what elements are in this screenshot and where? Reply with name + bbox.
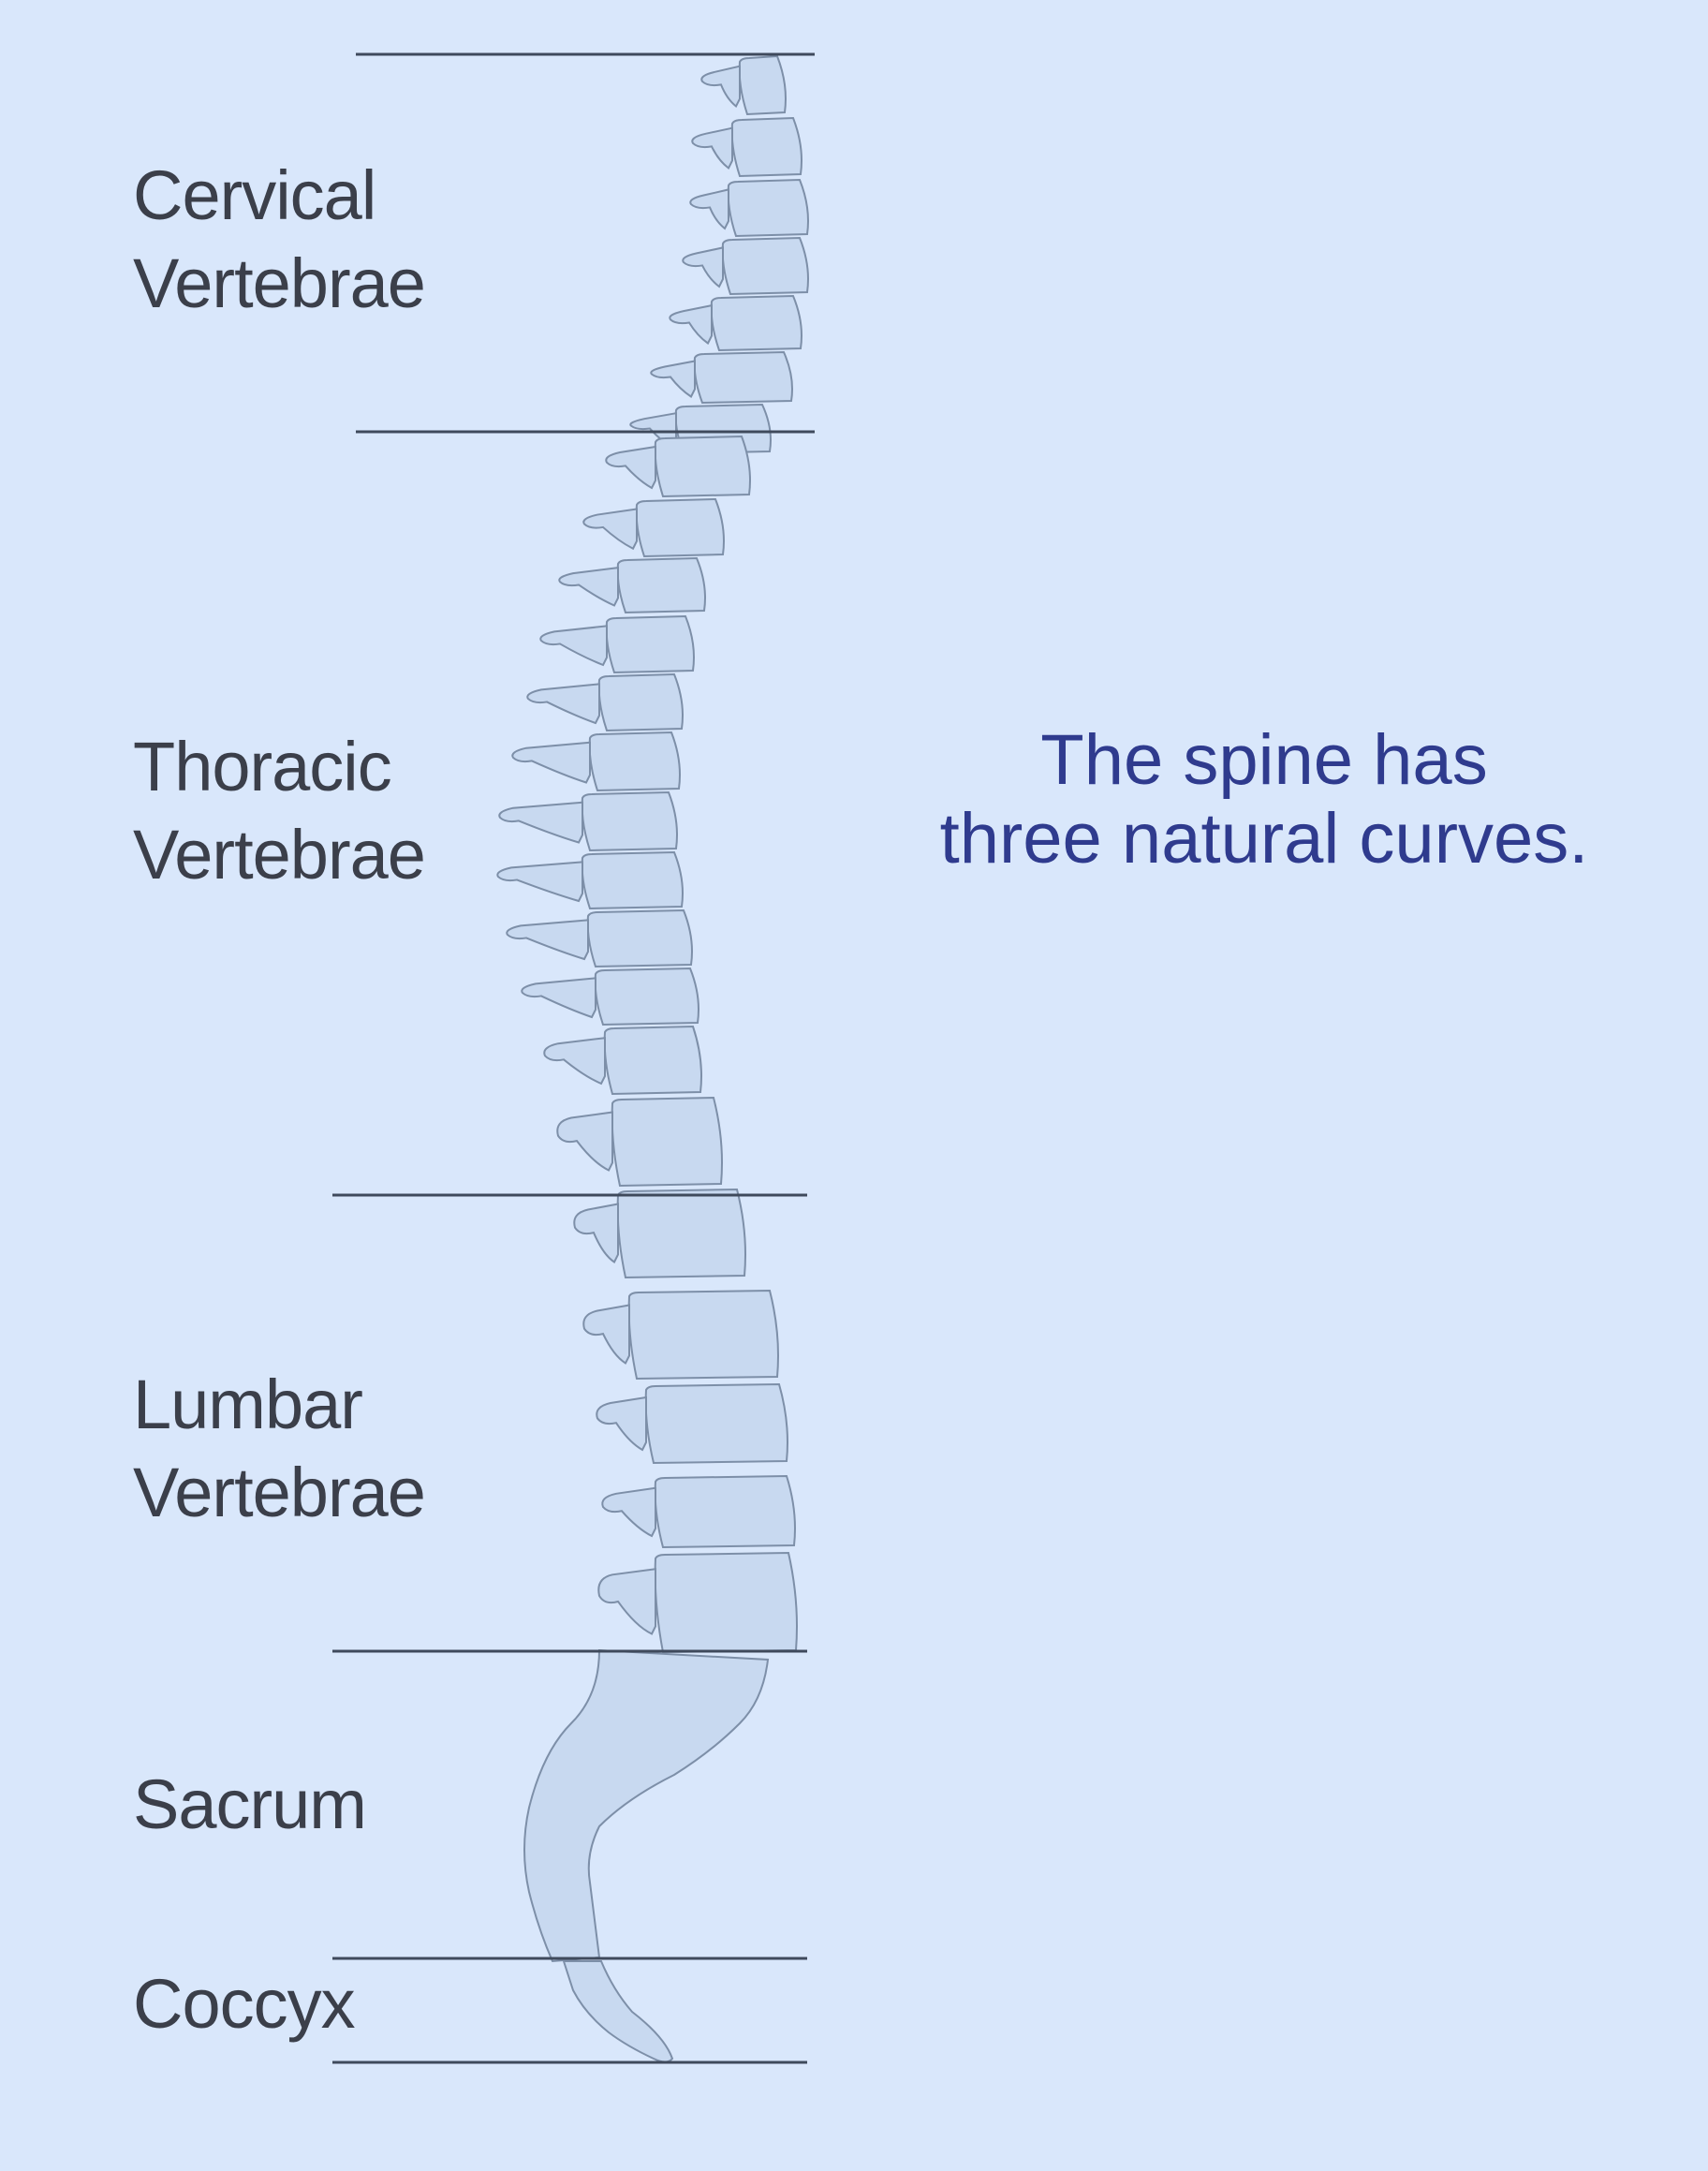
lumbar-vertebra-process [596,1396,647,1452]
thoracic-vertebra-process [556,1111,613,1172]
thoracic-vertebra-process [539,625,608,667]
cervical-label-line1: Cervical [133,156,376,234]
cervical-vertebra-process [682,246,724,288]
coccyx-label-line1: Coccyx [133,1965,356,2043]
lumbar-vertebra-body [616,1188,746,1279]
cervical-vertebra-body [727,178,809,238]
coccyx-label: Coccyx [133,1960,356,2048]
cervical-vertebra-body [730,116,802,178]
lumbar-vertebra-body [654,1551,798,1654]
lumbar-vertebra-process [582,1304,630,1365]
thoracic-vertebra-process [521,977,596,1019]
thoracic-vertebra-body [603,1025,702,1096]
lumbar-label-line2: Vertebrae [133,1454,426,1531]
cervical-vertebra-body [693,350,793,405]
thoracic-vertebra-process [498,801,583,844]
thoracic-vertebra-body [635,497,725,558]
cervical-vertebra-body [721,236,809,296]
thoracic-vertebra-process [605,445,656,490]
thoracic-vertebra-process [582,508,638,551]
vertebral-column [496,54,809,1654]
caption-line1: The spine has [1040,720,1488,800]
thoracic-label-line2: Vertebrae [133,816,426,894]
cervical-label: Cervical Vertebrae [133,152,426,328]
thoracic-vertebra-process [526,683,600,725]
thoracic-vertebra-body [654,435,751,498]
spine-curves-caption: The spine has three natural curves. [880,721,1648,879]
thoracic-vertebra-process [558,566,619,607]
thoracic-vertebra-body [616,556,706,614]
coccyx-bone [562,1960,674,2063]
thoracic-vertebra-process [511,741,591,784]
thoracic-vertebra-body [597,672,684,732]
lumbar-label-line1: Lumbar [133,1366,363,1443]
cervical-vertebra-body [738,54,787,116]
thoracic-vertebra-body [594,967,699,1026]
cervical-vertebra-process [691,126,733,170]
thoracic-vertebra-process [506,919,589,961]
cervical-vertebra-body [710,294,802,352]
cervical-vertebra-process [650,360,696,398]
cervical-vertebra-process [669,303,713,345]
lumbar-vertebra-body [644,1382,788,1465]
lumbar-vertebra-process [573,1203,619,1263]
lumbar-vertebra-body [654,1474,796,1549]
thoracic-label: Thoracic Vertebrae [133,723,426,899]
thoracic-vertebra-body [586,908,693,968]
sacrum-label: Sacrum [133,1761,367,1849]
thoracic-vertebra-body [588,731,681,792]
thoracic-vertebra-body [581,790,678,852]
cervical-vertebra-process [689,188,729,230]
sacrum-label-line1: Sacrum [133,1765,367,1843]
thoracic-vertebra-body [605,614,695,674]
lumbar-label: Lumbar Vertebrae [133,1361,426,1537]
lumbar-vertebra-body [627,1289,779,1381]
thoracic-vertebra-process [496,861,583,903]
lumbar-vertebra-process [597,1568,656,1635]
thoracic-label-line1: Thoracic [133,728,392,805]
caption-line2: three natural curves. [939,799,1589,879]
sacrum-bone [523,1648,770,1963]
thoracic-vertebra-body [581,850,684,910]
lumbar-vertebra-process [601,1486,656,1538]
cervical-vertebra-process [700,65,741,109]
thoracic-vertebra-body [611,1096,723,1188]
thoracic-vertebra-process [543,1037,606,1086]
cervical-label-line2: Vertebrae [133,244,426,322]
